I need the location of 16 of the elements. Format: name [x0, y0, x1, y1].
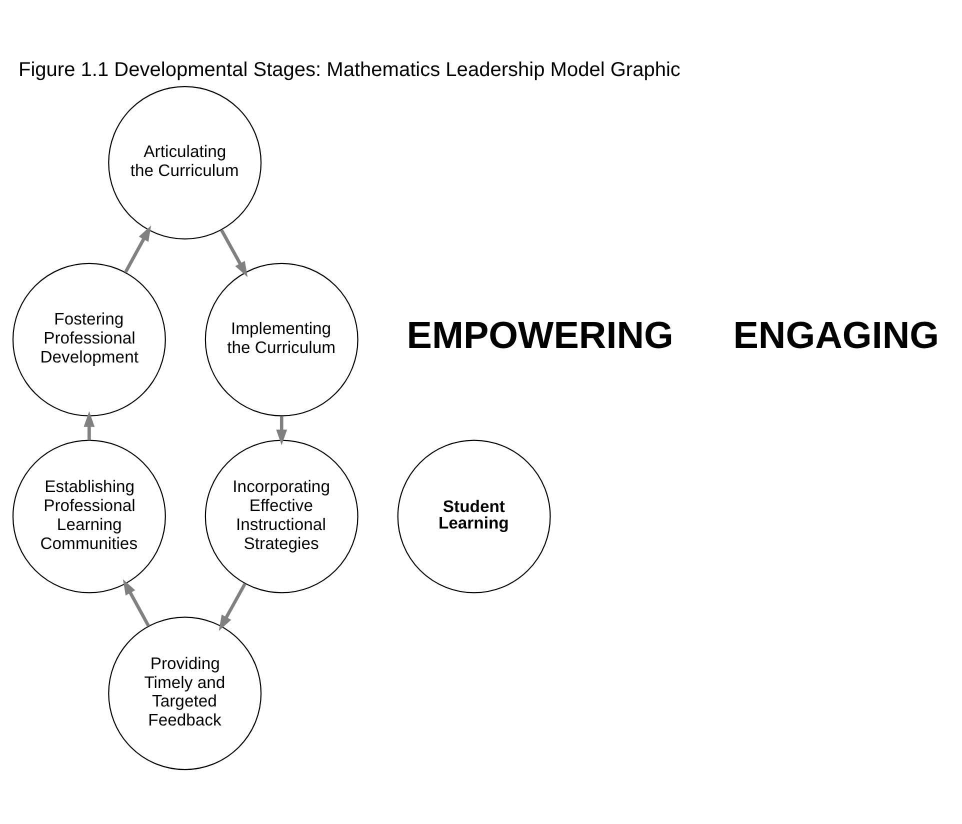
- arrow: [124, 224, 152, 273]
- node-circle: Student Learning: [397, 439, 551, 593]
- node-circle: Incorporating Effective Instructional Strategies: [204, 439, 358, 593]
- arrow: [220, 228, 248, 277]
- arrow: [218, 582, 246, 630]
- node-circle: Providing Timely and Targeted Feedback: [108, 616, 262, 770]
- arrow: [276, 416, 288, 445]
- label: ENGAGING: [733, 314, 940, 357]
- arrow: [122, 578, 150, 626]
- node-circle: Articulating the Curriculum: [108, 86, 262, 240]
- arrow: [84, 410, 95, 440]
- diagram-title: Figure 1.1 Developmental Stages: Mathematics Leadership Model Graphic: [18, 58, 680, 80]
- node-circle: Implementing the Curriculum: [204, 262, 358, 416]
- label: EMPOWERING: [406, 314, 674, 357]
- node-circle: Fostering Professional Development: [12, 262, 166, 416]
- node-circle: Establishing Professional Learning Communities: [12, 439, 166, 593]
